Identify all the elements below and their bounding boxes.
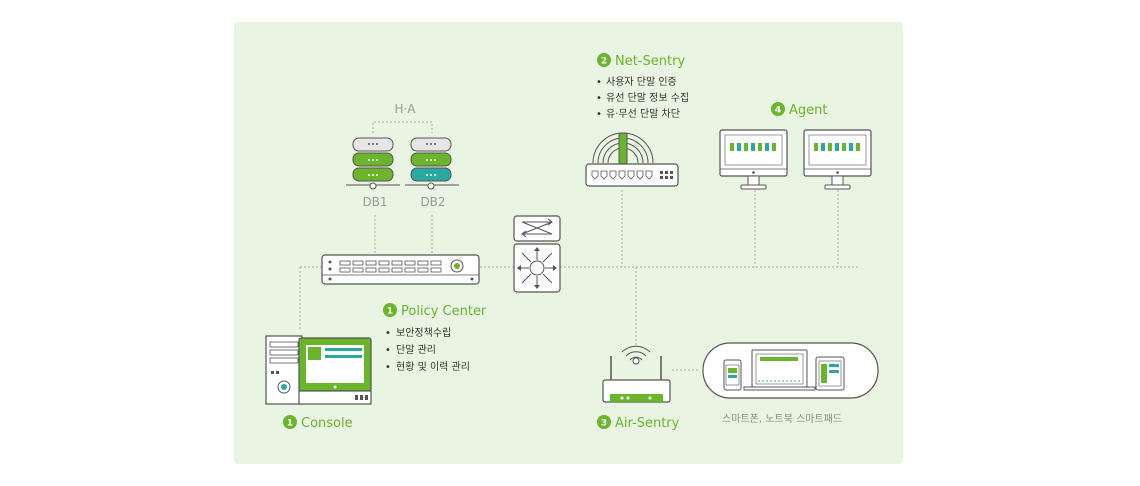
router-icon (585, 132, 679, 187)
svg-text:2: 2 (601, 57, 607, 67)
svg-text:•: • (385, 328, 391, 339)
svg-text:1: 1 (287, 419, 293, 429)
agent-label: Agent (789, 103, 827, 118)
db1-label: DB1 (362, 195, 387, 209)
policy-bullet: 단말 관리 (396, 344, 436, 356)
air-sentry-badge: 3 (597, 415, 611, 429)
svg-text:•: • (596, 109, 602, 120)
policy-bullet: 현황 및 이력 관리 (396, 361, 470, 373)
policy-center-bullets: • 보안정책수립 • 단말 관리 • 현황 및 이력 관리 (385, 326, 470, 373)
switch-icon (513, 215, 561, 293)
net-sentry-label: Net-Sentry (615, 54, 685, 69)
mobile-devices-caption: 스마트폰, 노트북 스마트패드 (722, 413, 842, 425)
net-sentry-bullet: 유·무선 단말 차단 (606, 108, 680, 120)
laptop-icon (743, 349, 816, 391)
db2-label: DB2 (420, 195, 445, 209)
svg-text:4: 4 (775, 106, 781, 116)
agent-badge: 4 (771, 102, 785, 116)
policy-center-badge: 1 (383, 303, 397, 317)
database-icon (346, 137, 400, 190)
net-sentry-bullet: 유선 단말 정보 수집 (606, 92, 689, 104)
svg-text:1: 1 (387, 307, 393, 317)
ha-label: H·A (394, 102, 416, 116)
wireless-ap-icon (602, 345, 671, 403)
database-icon (405, 137, 459, 190)
svg-text:•: • (385, 362, 391, 373)
air-sentry-label: Air-Sentry (615, 416, 680, 431)
monitor-icon (719, 129, 788, 190)
net-sentry-badge: 2 (597, 53, 611, 67)
svg-text:•: • (596, 77, 602, 88)
policy-bullet: 보안정책수립 (396, 326, 451, 339)
svg-text:•: • (596, 93, 602, 104)
server-icon (321, 254, 480, 285)
console-computer-icon (265, 335, 372, 405)
policy-center-label: Policy Center (401, 304, 487, 319)
console-label: Console (301, 416, 353, 431)
mobile-devices-group (702, 342, 879, 399)
svg-text:3: 3 (601, 419, 607, 429)
console-badge: 1 (283, 415, 297, 429)
net-sentry-bullets: • 사용자 단말 인증 • 유선 단말 정보 수집 • 유·무선 단말 차단 (596, 76, 689, 120)
net-sentry-bullet: 사용자 단말 인증 (606, 76, 677, 88)
tablet-icon (815, 356, 845, 391)
svg-text:•: • (385, 345, 391, 356)
monitor-icon (803, 129, 872, 190)
smartphone-icon (723, 359, 742, 391)
